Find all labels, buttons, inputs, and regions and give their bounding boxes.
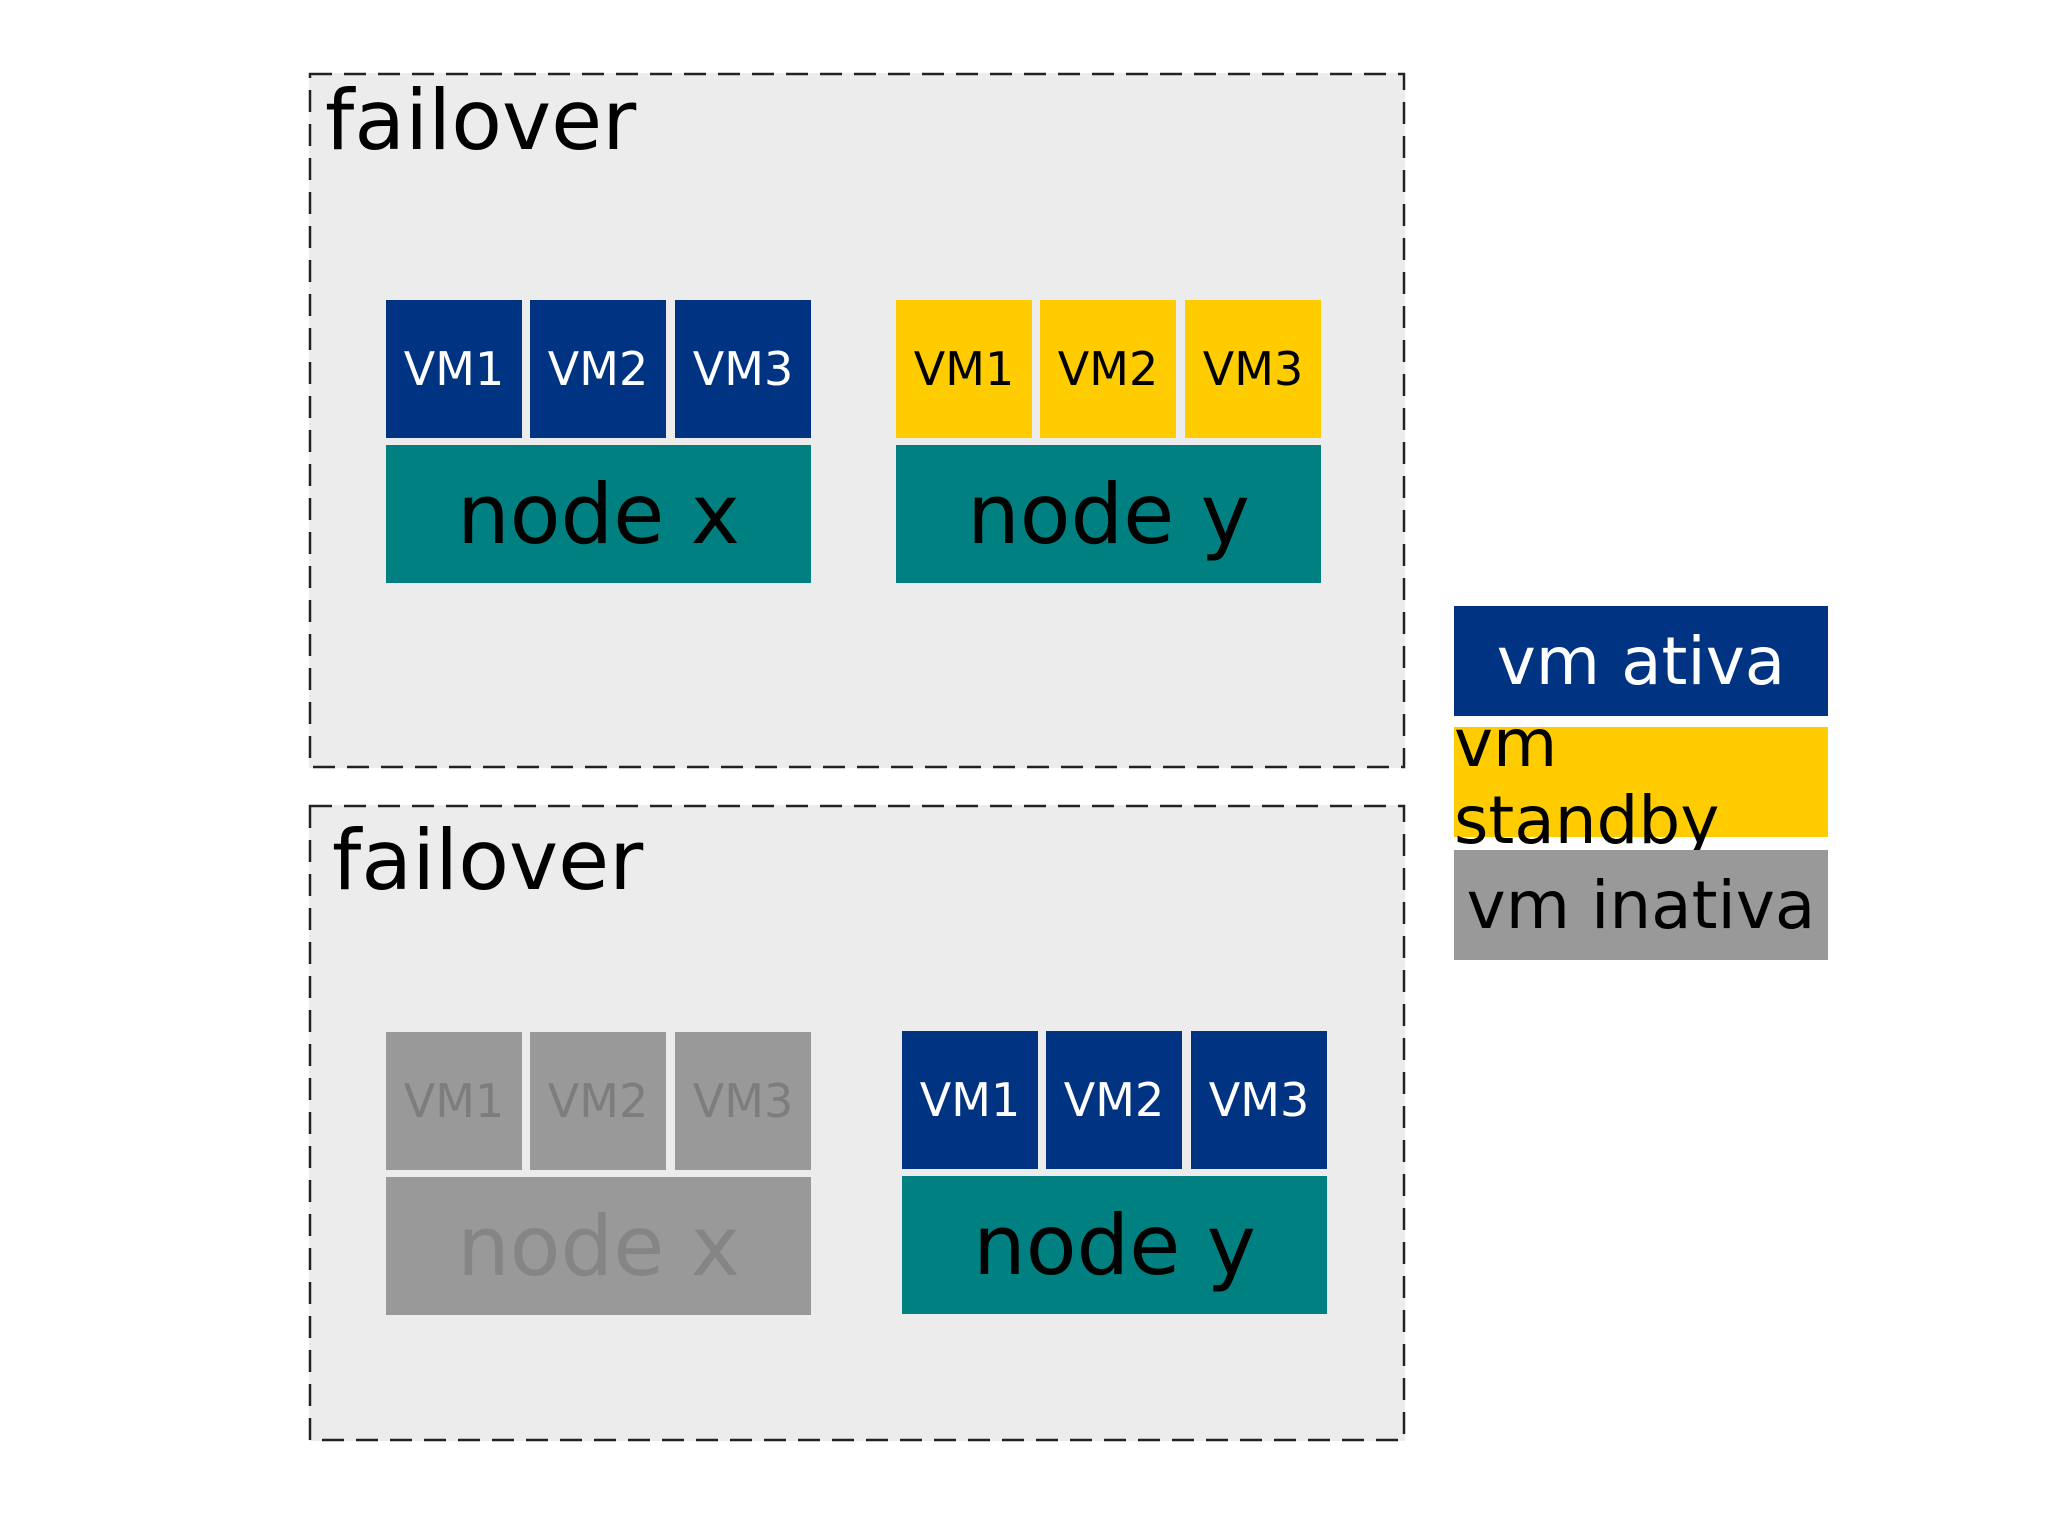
vm-box: VM3 [1185,300,1321,438]
vm-box: VM1 [896,300,1032,438]
failover-panel-top: failover VM1 VM2 VM3 node x VM1 VM2 VM3 … [308,72,1406,769]
vm-box: VM1 [386,1032,522,1170]
node-group-y: VM1 VM2 VM3 node y [902,1031,1327,1314]
panel-dashed-border [308,72,1406,769]
vm-box: VM2 [530,300,666,438]
node-group-x: VM1 VM2 VM3 node x [386,1032,811,1315]
legend-item-inactive: vm inativa [1454,850,1828,960]
vm-box: VM2 [530,1032,666,1170]
vm-box: VM3 [1191,1031,1327,1169]
vm-box: VM3 [675,1032,811,1170]
vm-box: VM2 [1040,300,1176,438]
failover-panel-bottom: failover VM1 VM2 VM3 node x VM1 VM2 VM3 … [308,804,1406,1442]
legend-item-active: vm ativa [1454,606,1828,716]
node-group-x: VM1 VM2 VM3 node x [386,300,811,583]
vm-box: VM2 [1046,1031,1182,1169]
node-group-y: VM1 VM2 VM3 node y [896,300,1321,583]
node-box: node x [386,1177,811,1315]
node-box: node y [902,1176,1327,1314]
node-box: node y [896,445,1321,583]
node-box: node x [386,445,811,583]
panel-title: failover [325,72,637,169]
panel-title: failover [332,812,644,909]
vm-box: VM3 [675,300,811,438]
vm-box: VM1 [902,1031,1038,1169]
legend-item-standby: vm standby [1454,705,1828,859]
panel-dashed-border [308,804,1406,1442]
vm-box: VM1 [386,300,522,438]
